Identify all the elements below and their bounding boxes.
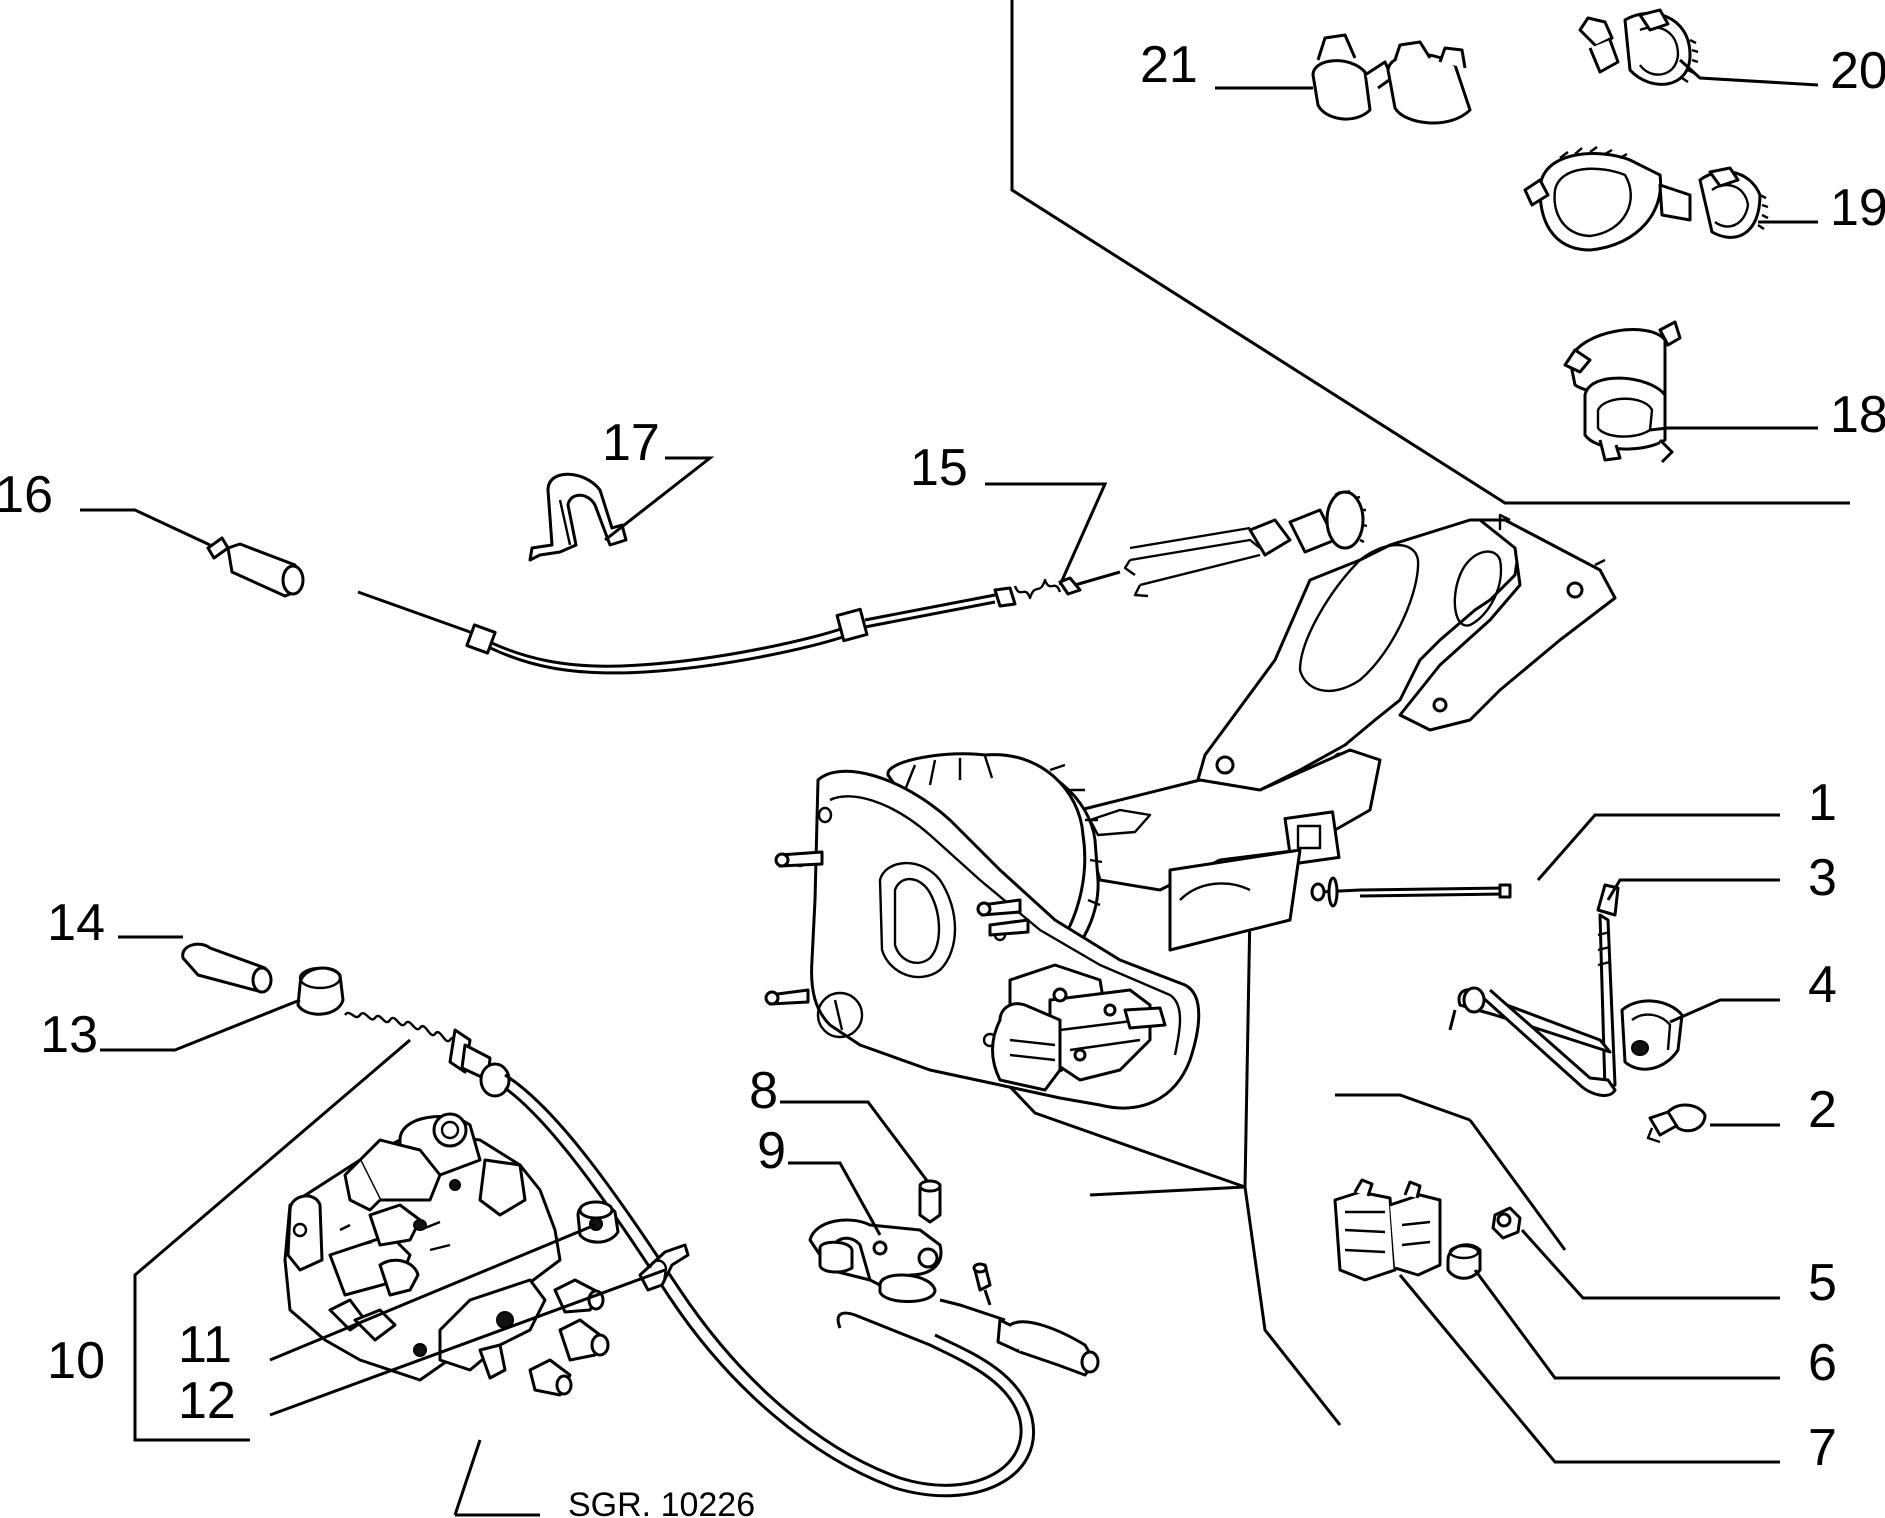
callout-7: 7 bbox=[1808, 1419, 1837, 1477]
callout-15: 15 bbox=[910, 439, 968, 497]
callout-20: 20 bbox=[1830, 42, 1885, 100]
callout-12: 12 bbox=[178, 1372, 236, 1430]
accelerator-pedal-lever bbox=[1448, 986, 1617, 1097]
part-21-double-clip bbox=[1311, 33, 1472, 125]
callout-17: 17 bbox=[602, 414, 660, 472]
callout-2: 2 bbox=[1808, 1081, 1837, 1139]
callout-labels: 1 2 3 4 5 6 7 8 9 10 11 12 13 14 15 16 1… bbox=[0, 36, 1885, 1518]
callout-11: 11 bbox=[178, 1316, 232, 1374]
callout-10: 10 bbox=[47, 1332, 105, 1390]
callout-19: 19 bbox=[1830, 179, 1885, 237]
callout-4: 4 bbox=[1808, 956, 1837, 1014]
part-2-nut bbox=[1646, 1103, 1707, 1144]
part-11-nut bbox=[576, 1200, 620, 1244]
callout-14: 14 bbox=[47, 894, 105, 952]
callout-9: 9 bbox=[757, 1122, 786, 1180]
callout-16: 16 bbox=[0, 466, 53, 524]
part-12-clip bbox=[638, 1243, 690, 1292]
callout-6: 6 bbox=[1808, 1334, 1837, 1392]
callout-13: 13 bbox=[40, 1006, 98, 1064]
part-16-sleeve bbox=[206, 536, 305, 598]
reference-code: SGR. 10226 bbox=[568, 1486, 755, 1518]
group-boundary-lines bbox=[133, 0, 1850, 1442]
part-1-rod bbox=[1310, 876, 1512, 908]
part-6-bushing bbox=[1446, 1243, 1482, 1280]
part-20-hose-clamp bbox=[1578, 8, 1699, 86]
part-7-switch-bracket bbox=[1333, 1178, 1442, 1282]
injection-pump bbox=[283, 1112, 610, 1397]
callout-21: 21 bbox=[1140, 36, 1198, 94]
part-10-accelerator-cable bbox=[344, 1011, 1100, 1498]
callout-5: 5 bbox=[1808, 1254, 1837, 1312]
callout-3: 3 bbox=[1808, 849, 1837, 907]
callout-1: 1 bbox=[1808, 774, 1837, 832]
part-13-bushing bbox=[296, 966, 345, 1016]
part-14-sleeve bbox=[181, 942, 273, 994]
part-8-bushing bbox=[918, 1179, 942, 1224]
part-18-double-clip bbox=[1563, 320, 1682, 464]
callout-8: 8 bbox=[749, 1062, 778, 1120]
part-3-spring-bracket bbox=[1596, 883, 1620, 1092]
part-9-lever bbox=[808, 1218, 943, 1303]
part-5-bushing bbox=[1491, 1206, 1522, 1240]
part-15-speedometer-cable bbox=[357, 489, 1368, 675]
pedal-box-assembly bbox=[764, 513, 1617, 1110]
callout-18: 18 bbox=[1830, 386, 1885, 444]
part-4-pedal-pad bbox=[1620, 999, 1684, 1071]
part-17-cable-clip bbox=[528, 472, 628, 562]
leader-lines bbox=[80, 58, 1819, 1517]
part-19-double-hose-clamp bbox=[1523, 146, 1769, 252]
